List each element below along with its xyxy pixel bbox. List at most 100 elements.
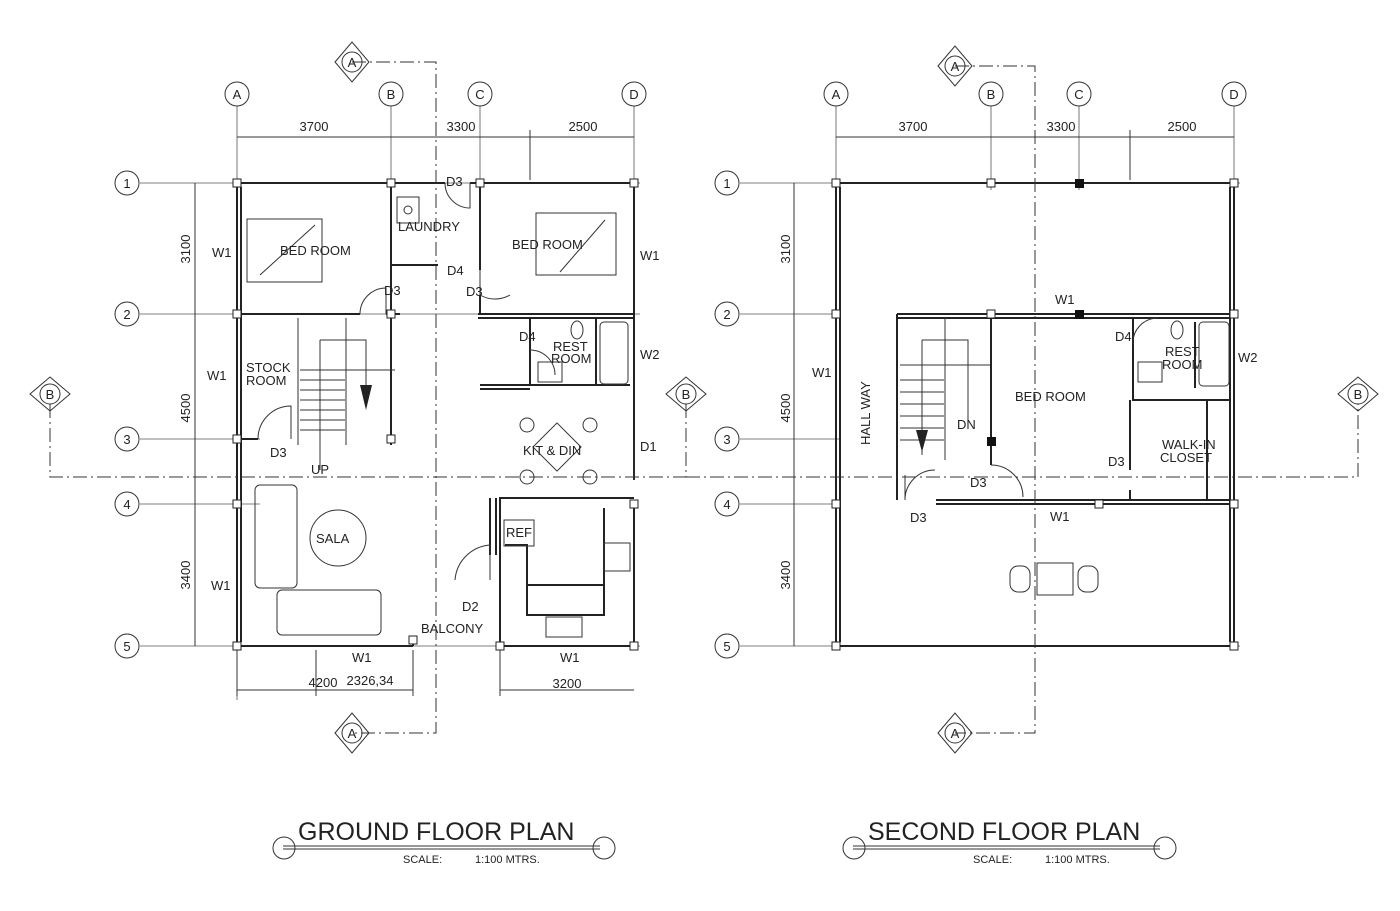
chair <box>1009 565 1031 593</box>
room-stock: STOCK <box>246 360 291 375</box>
dim-left-12: 3100 <box>178 235 193 264</box>
bed-right <box>535 212 617 276</box>
door-window-tags: W1 D4 W2 W1 D3 D3 D3 W1 <box>812 292 1258 525</box>
room-bedroom-2: BED ROOM <box>512 237 583 252</box>
refrigerator <box>503 519 535 547</box>
dining-table <box>532 422 582 472</box>
bathtub <box>1198 321 1230 387</box>
row-bubbles: 1 2 3 4 5 <box>714 170 740 659</box>
room-stock-2: ROOM <box>246 373 286 388</box>
dimension-lines: 3700 3300 2500 3100 4500 3400 <box>778 119 1234 646</box>
grid-bubble-3: 3 <box>123 432 130 447</box>
laundry-sink <box>396 196 420 224</box>
dim-left-45: 3400 <box>778 561 793 590</box>
lavatory <box>1137 361 1163 383</box>
structural-columns <box>232 178 639 651</box>
room-walkin: WALK-IN <box>1162 437 1216 452</box>
room-rest: REST <box>553 339 588 354</box>
scale-label: SCALE: <box>973 854 1012 866</box>
stair-down-label: DN <box>957 417 976 432</box>
dim-top-bc: 3300 <box>1047 119 1076 134</box>
scale-value: 1:100 MTRS. <box>1045 854 1110 866</box>
ground-floor-title-block: GROUND FLOOR PLAN SCALE: 1:100 MTRS. <box>272 818 616 866</box>
tag-d2: D2 <box>462 599 479 614</box>
dim-bottom-mid: 2326,34 <box>347 673 394 688</box>
structural-columns <box>831 178 1239 651</box>
scale-value: 1:100 MTRS. <box>475 854 540 866</box>
dim-bottom-left: 4200 <box>309 675 338 690</box>
toilet <box>570 320 584 340</box>
tag-d3: D3 <box>446 174 463 189</box>
grid-bubble-a: A <box>233 87 242 102</box>
room-labels: HALL WAY BED ROOM REST ROOM WALK-IN CLOS… <box>858 344 1216 465</box>
row-bubbles: 1 2 3 4 5 <box>114 170 140 659</box>
grid-bubble-4: 4 <box>723 497 730 512</box>
tag-d3: D3 <box>1108 454 1125 469</box>
section-markers: A A B B <box>29 41 707 754</box>
second-floor-title-block: SECOND FLOOR PLAN SCALE: 1:100 MTRS. <box>842 818 1177 866</box>
grid-bubble-5: 5 <box>723 639 730 654</box>
room-kitchen-dining: KIT & DIN <box>523 443 581 458</box>
kitchen-sink <box>545 616 583 638</box>
furniture <box>246 196 631 638</box>
section-marker-b-left: B <box>46 387 55 402</box>
tag-w1: W1 <box>207 368 227 383</box>
tag-w1: W1 <box>1050 509 1070 524</box>
tag-w1: W1 <box>560 650 580 665</box>
lavatory <box>537 361 563 383</box>
tag-w1: W1 <box>211 578 231 593</box>
dim-top-bc: 3300 <box>447 119 476 134</box>
room-rest: REST <box>1165 344 1200 359</box>
section-markers: A A B <box>686 45 1379 754</box>
ground-floor-title: GROUND FLOOR PLAN <box>298 818 574 846</box>
dim-top-cd: 2500 <box>569 119 598 134</box>
room-walkin-2: CLOSET <box>1160 450 1212 465</box>
door-swings <box>257 182 635 581</box>
room-bedroom-1: BED ROOM <box>280 243 351 258</box>
tag-w1: W1 <box>640 248 660 263</box>
bathtub <box>599 321 629 385</box>
room-sala: SALA <box>316 531 350 546</box>
ground-floor-plan: A B C D 1 2 3 4 5 3700 3300 2500 3100 45… <box>29 41 707 866</box>
column-bubbles: A B C D <box>224 81 647 107</box>
room-hallway: HALL WAY <box>858 381 873 445</box>
room-rest-2: ROOM <box>551 351 591 366</box>
door-window-tags: W1 D3 D4 D3 D3 D4 W2 W1 D3 D1 W1 D2 W1 W… <box>207 174 660 665</box>
tag-d1: D1 <box>640 439 657 454</box>
tag-d3: D3 <box>384 283 401 298</box>
section-marker-b-right: B <box>682 387 691 402</box>
grid-bubble-c: C <box>1074 87 1083 102</box>
grid-bubble-b: B <box>387 87 396 102</box>
tag-w2: W2 <box>1238 350 1258 365</box>
grid-bubble-d: D <box>629 87 638 102</box>
grid-bubble-2: 2 <box>123 307 130 322</box>
tag-w1: W1 <box>352 650 372 665</box>
stair-up-label: UP <box>311 462 329 477</box>
dim-left-45: 3400 <box>178 561 193 590</box>
section-marker-b-right: B <box>1354 387 1363 402</box>
staircase <box>900 318 990 460</box>
room-labels: BED ROOM LAUNDRY BED ROOM STOCK ROOM RES… <box>246 219 591 636</box>
grid-bubble-5: 5 <box>123 639 130 654</box>
grid-bubble-1: 1 <box>723 176 730 191</box>
tag-w1: W1 <box>212 245 232 260</box>
tag-d4: D4 <box>1115 329 1132 344</box>
second-floor-title: SECOND FLOOR PLAN <box>868 818 1140 846</box>
dimension-lines: 3700 3300 2500 3100 4500 3400 4200 2326,… <box>178 119 634 696</box>
dim-top-ab: 3700 <box>899 119 928 134</box>
grid-bubble-b: B <box>987 87 996 102</box>
sofa-left <box>254 484 298 589</box>
room-laundry: LAUNDRY <box>398 219 460 234</box>
tag-d4: D4 <box>519 329 536 344</box>
dim-left-24: 4500 <box>178 394 193 423</box>
sofa-bottom <box>276 589 382 636</box>
tag-d4: D4 <box>447 263 464 278</box>
tag-d3: D3 <box>970 475 987 490</box>
section-marker-a-bottom: A <box>348 726 357 741</box>
grid-bubble-1: 1 <box>123 176 130 191</box>
section-marker-a-top: A <box>348 55 357 70</box>
grid-bubble-d: D <box>1229 87 1238 102</box>
door-swings <box>904 317 1159 501</box>
grid-bubble-2: 2 <box>723 307 730 322</box>
chair <box>1077 565 1099 593</box>
